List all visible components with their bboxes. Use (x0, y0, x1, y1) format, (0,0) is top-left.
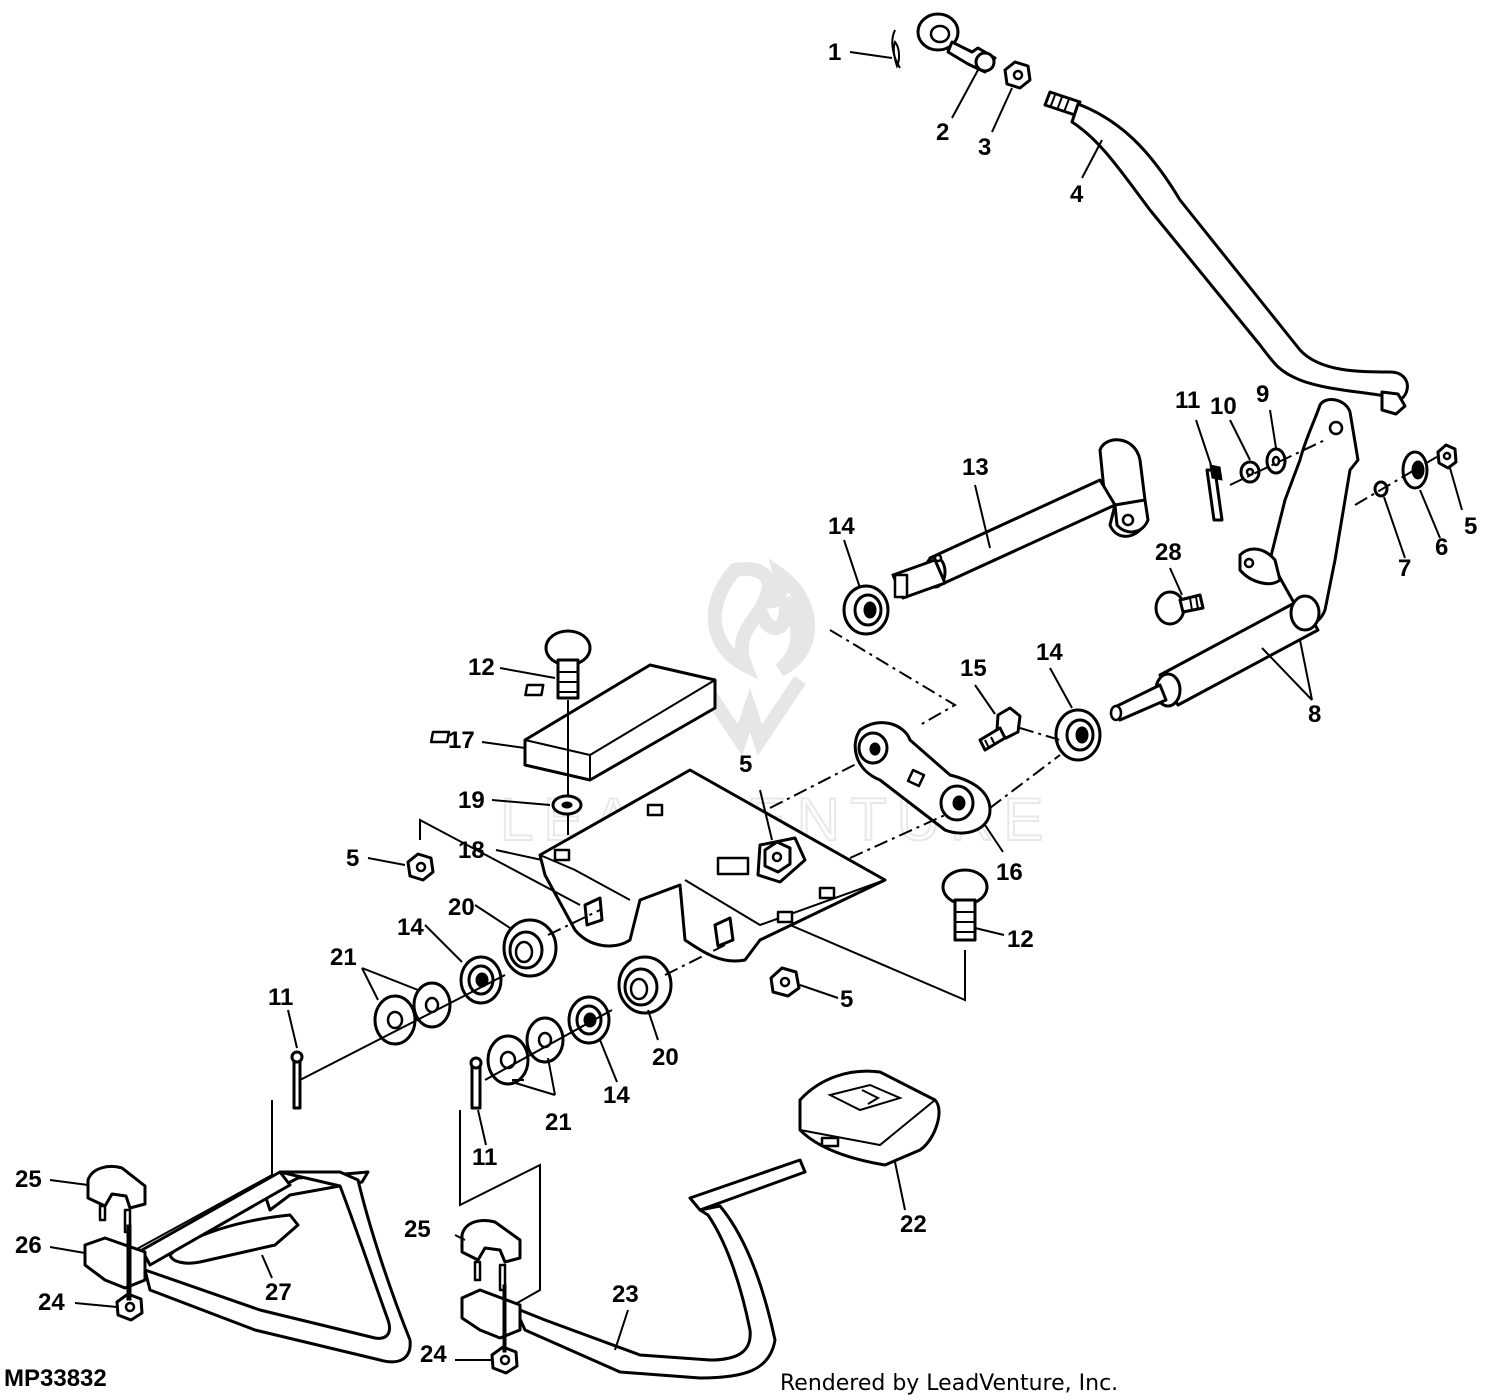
callout-11-top: 11 (1175, 387, 1200, 414)
callout-14-bottom: 14 (603, 1082, 630, 1109)
callout-12-right: 12 (1007, 926, 1034, 953)
assembly-line-arm-pin (1229, 439, 1326, 486)
callout-6: 6 (1435, 534, 1448, 561)
part-19-washer (551, 794, 583, 816)
callout-19: 19 (458, 787, 485, 814)
part-5-nut-left (406, 852, 435, 882)
callout-5-center: 5 (739, 751, 752, 778)
part-18-bracket-plate (538, 768, 887, 963)
part-11-cotter-pin-top (1205, 464, 1224, 522)
callout-17: 17 (448, 727, 475, 754)
part-1-cotter-pin (891, 29, 901, 69)
callout-11-center: 11 (472, 1144, 497, 1171)
callout-20-bottom: 20 (652, 1044, 679, 1071)
assembly-line-roller (1354, 454, 1441, 506)
assembly-line-link-upper (769, 761, 861, 809)
part-4-lift-rod (1043, 90, 1409, 416)
callout-26: 26 (15, 1232, 42, 1259)
part-12-carriage-bolt-right (941, 868, 989, 942)
part-5-nut-center (756, 836, 807, 884)
assembly-line-bearing-link (829, 629, 957, 726)
bolt-axis-left (126, 1224, 132, 1301)
callout-13: 13 (962, 454, 989, 481)
part-25-clamp-center (460, 1219, 522, 1292)
assembly-line-washers-left (299, 974, 506, 1081)
callout-8: 8 (1308, 701, 1321, 728)
callout-11-left: 11 (268, 984, 293, 1011)
assembly-line-bushing-left (547, 909, 601, 936)
leader-lines (49, 51, 1463, 1361)
assembly-line-bearing-right (989, 754, 1061, 809)
part-17-top-plate (429, 663, 717, 782)
callout-4: 4 (1070, 181, 1084, 208)
callout-25-left: 25 (15, 1166, 42, 1193)
callout-16: 16 (996, 859, 1023, 886)
part-5-nut-bottom (769, 966, 801, 998)
callout-27: 27 (265, 1279, 292, 1306)
assembly-line-link-lower (849, 814, 946, 859)
callout-21-bottom: 21 (545, 1109, 572, 1136)
callout-labels: 1 2 3 4 5 6 7 8 9 10 11 28 13 14 14 15 1… (15, 39, 1477, 1368)
callout-10: 10 (1210, 393, 1237, 420)
callout-5-left: 5 (346, 845, 359, 872)
assembly-line-bushing-bottom (664, 944, 726, 976)
callout-18: 18 (458, 837, 485, 864)
figure-reference-code: MP33832 (4, 1365, 107, 1392)
part-8-lift-shaft-assembly (1109, 398, 1360, 722)
assembly-line-nut-left (419, 818, 581, 906)
part-16-link-plate (853, 721, 992, 835)
part-14-bearing-left (459, 955, 503, 1005)
callout-14-right: 14 (1036, 639, 1063, 666)
callout-24-left: 24 (38, 1289, 65, 1316)
part-22-pedal-pad (798, 1069, 941, 1167)
part-20-bushing-left (502, 918, 558, 978)
part-6-roller (1401, 450, 1429, 490)
callout-14-top: 14 (828, 513, 855, 540)
callout-9: 9 (1256, 381, 1269, 408)
callout-3: 3 (978, 134, 991, 161)
part-23-pedal-arm (513, 1158, 807, 1380)
assembly-line-pin-center (459, 1110, 541, 1311)
part-20-bushing-bottom (617, 955, 673, 1015)
callout-20-left: 20 (448, 894, 475, 921)
part-5-nut-top-right (1436, 443, 1458, 470)
callout-2: 2 (936, 119, 949, 146)
callout-7: 7 (1398, 555, 1411, 582)
part-28-carriage-bolt (1154, 590, 1205, 626)
callout-1: 1 (828, 39, 841, 66)
callout-28: 28 (1155, 539, 1182, 566)
assembly-line-washers-bottom (484, 1009, 613, 1081)
part-15-bolt (978, 706, 1022, 752)
render-credit: Rendered by LeadVenture, Inc. (780, 1371, 1118, 1396)
part-14-bearing-bottom (567, 995, 611, 1045)
part-14-bearing-top (842, 584, 890, 636)
callout-22: 22 (900, 1211, 927, 1238)
callout-25-center: 25 (404, 1216, 431, 1243)
callout-5-bottom: 5 (840, 986, 853, 1013)
callout-24-bottom: 24 (420, 1341, 447, 1368)
part-11-cotter-pin-left (290, 1050, 304, 1110)
callout-15: 15 (960, 655, 987, 682)
part-13-rockshaft (891, 438, 1150, 600)
bolt-axis-center (502, 1284, 507, 1353)
assembly-line-bolt-15 (1019, 727, 1061, 741)
callout-23: 23 (612, 1281, 639, 1308)
callout-12-top: 12 (468, 654, 495, 681)
part-12-carriage-bolt-top (544, 629, 592, 700)
part-25-clamp-left (86, 1165, 147, 1234)
callout-21-left: 21 (330, 944, 357, 971)
part-3-jam-nut (1003, 60, 1032, 90)
part-2-rod-end (916, 12, 997, 74)
part-23-hub (460, 1288, 522, 1340)
part-11-cotter-pin-center (469, 1056, 483, 1110)
part-14-bearing-right (1054, 708, 1102, 762)
assembly-line-nut-bottom (789, 924, 966, 1002)
callout-5-top-right: 5 (1464, 513, 1477, 540)
callout-14-left: 14 (397, 914, 424, 941)
